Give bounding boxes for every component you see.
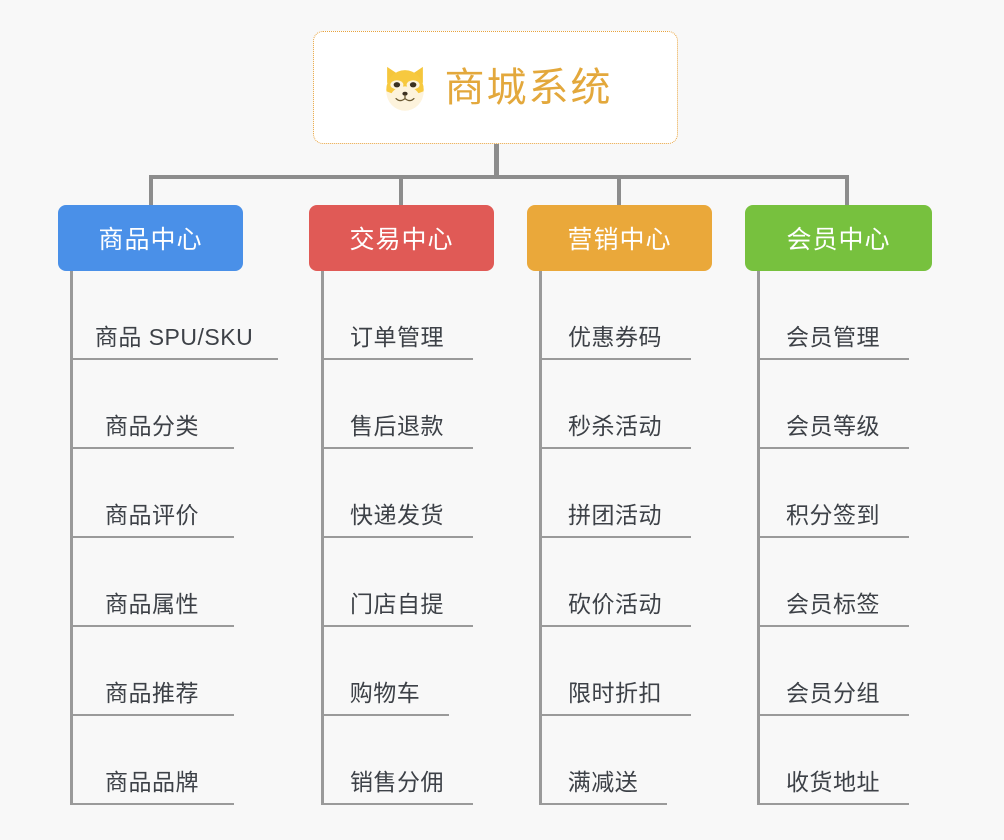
leaf-item[interactable]: 门店自提: [321, 538, 473, 627]
leaf-label: 商品属性: [105, 591, 199, 617]
leaf-label: 拼团活动: [568, 502, 662, 528]
leaf-label: 售后退款: [350, 413, 444, 439]
leaf-item[interactable]: 会员标签: [757, 538, 909, 627]
leaf-item[interactable]: 会员管理: [757, 271, 909, 360]
leaf-list-4: 会员管理 会员等级 积分签到 会员标签 会员分组 收货地址: [745, 271, 932, 805]
leaf-item[interactable]: 商品品牌: [70, 716, 234, 805]
leaf-label: 砍价活动: [568, 591, 662, 617]
leaf-label: 收货地址: [786, 769, 880, 795]
leaf-spine-4: [757, 271, 760, 805]
leaf-item[interactable]: 购物车: [321, 627, 449, 716]
leaf-label: 快递发货: [350, 502, 444, 528]
leaf-spine-2: [321, 271, 324, 805]
connector-drop-2: [399, 175, 403, 207]
root-node-shop-system[interactable]: 商城系统: [313, 31, 678, 144]
leaf-label: 商品 SPU/SKU: [94, 324, 254, 350]
leaf-label: 门店自提: [350, 591, 444, 617]
leaf-item[interactable]: 商品评价: [70, 449, 234, 538]
leaf-item[interactable]: 商品分类: [70, 360, 234, 449]
category-box-2[interactable]: 交易中心: [309, 205, 494, 271]
connector-horizontal-bus: [149, 175, 849, 179]
leaf-spine-1: [70, 271, 73, 805]
leaf-label: 会员等级: [786, 413, 880, 439]
leaf-item[interactable]: 销售分佣: [321, 716, 473, 805]
leaf-list-3: 优惠券码 秒杀活动 拼团活动 砍价活动 限时折扣 满减送: [527, 271, 712, 805]
category-box-3[interactable]: 营销中心: [527, 205, 712, 271]
leaf-label: 商品品牌: [105, 769, 199, 795]
branch-column-4: 会员中心 会员管理 会员等级 积分签到 会员标签 会员分组 收货地址: [745, 205, 932, 805]
connector-drop-4: [845, 175, 849, 207]
connector-drop-1: [149, 175, 153, 207]
leaf-item[interactable]: 秒杀活动: [539, 360, 691, 449]
leaf-item[interactable]: 满减送: [539, 716, 667, 805]
branch-column-2: 交易中心 订单管理 售后退款 快递发货 门店自提 购物车 销售分佣: [309, 205, 494, 805]
leaf-label: 积分签到: [786, 502, 880, 528]
connector-root-stem: [494, 144, 499, 179]
leaf-label: 秒杀活动: [568, 413, 662, 439]
leaf-label: 购物车: [349, 680, 421, 706]
leaf-item[interactable]: 会员分组: [757, 627, 909, 716]
branch-column-1: 商品中心 商品 SPU/SKU 商品分类 商品评价 商品属性 商品推荐 商品品牌: [58, 205, 278, 805]
leaf-item[interactable]: 拼团活动: [539, 449, 691, 538]
category-label-2: 交易中心: [349, 226, 454, 254]
leaf-item[interactable]: 砍价活动: [539, 538, 691, 627]
leaf-label: 满减送: [567, 769, 639, 795]
leaf-item[interactable]: 收货地址: [757, 716, 909, 805]
category-label-3: 营销中心: [567, 226, 672, 254]
category-label-4: 会员中心: [786, 226, 891, 254]
leaf-label: 会员管理: [786, 324, 880, 350]
leaf-item[interactable]: 会员等级: [757, 360, 909, 449]
leaf-label: 限时折扣: [568, 680, 662, 706]
branch-column-3: 营销中心 优惠券码 秒杀活动 拼团活动 砍价活动 限时折扣 满减送: [527, 205, 712, 805]
leaf-list-1: 商品 SPU/SKU 商品分类 商品评价 商品属性 商品推荐 商品品牌: [58, 271, 278, 805]
leaf-label: 优惠券码: [568, 324, 662, 350]
leaf-item[interactable]: 订单管理: [321, 271, 473, 360]
leaf-item[interactable]: 商品属性: [70, 538, 234, 627]
leaf-label: 会员标签: [786, 591, 880, 617]
root-node-title: 商城系统: [444, 65, 613, 110]
connector-drop-3: [617, 175, 621, 207]
leaf-item[interactable]: 快递发货: [321, 449, 473, 538]
leaf-list-2: 订单管理 售后退款 快递发货 门店自提 购物车 销售分佣: [309, 271, 494, 805]
leaf-label: 订单管理: [350, 324, 444, 350]
leaf-item[interactable]: 商品 SPU/SKU: [70, 271, 278, 360]
leaf-item[interactable]: 积分签到: [757, 449, 909, 538]
leaf-label: 商品分类: [105, 413, 199, 439]
category-box-4[interactable]: 会员中心: [745, 205, 932, 271]
leaf-spine-3: [539, 271, 542, 805]
leaf-label: 销售分佣: [350, 769, 444, 795]
leaf-item[interactable]: 限时折扣: [539, 627, 691, 716]
category-label-1: 商品中心: [98, 226, 203, 254]
leaf-label: 商品推荐: [105, 680, 199, 706]
leaf-item[interactable]: 优惠券码: [539, 271, 691, 360]
shiba-dog-face-icon: [385, 66, 424, 111]
leaf-item[interactable]: 商品推荐: [70, 627, 234, 716]
leaf-label: 商品评价: [105, 502, 199, 528]
leaf-item[interactable]: 售后退款: [321, 360, 473, 449]
leaf-label: 会员分组: [786, 680, 880, 706]
category-box-1[interactable]: 商品中心: [58, 205, 243, 271]
